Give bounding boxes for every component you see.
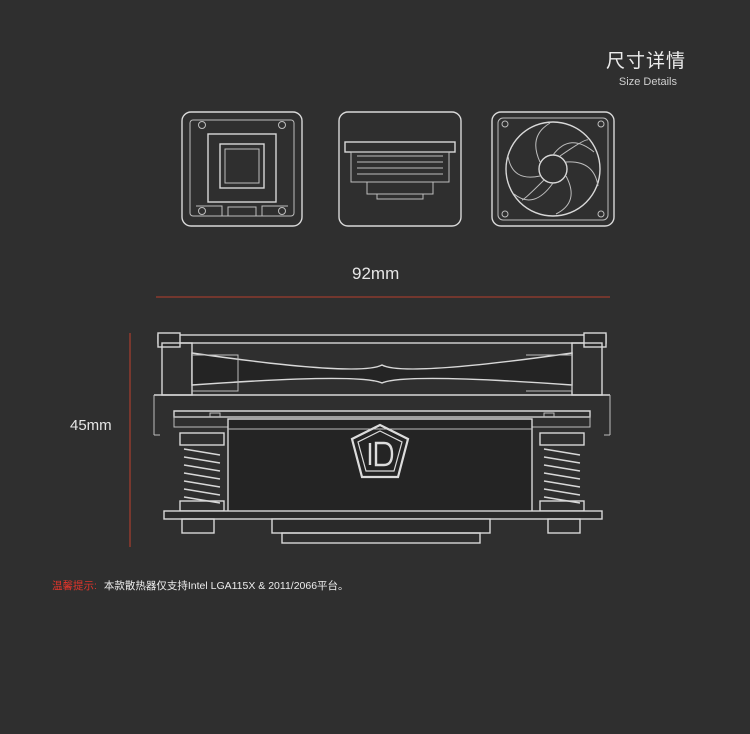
side-view-thumbnail bbox=[338, 111, 462, 227]
spring-right bbox=[539, 432, 585, 512]
heatsink-side-icon bbox=[338, 111, 462, 227]
compatibility-note: 温馨提示: 本款散热器仅支持Intel LGA115X & 2011/2066平… bbox=[52, 578, 349, 593]
page-title: 尺寸详情 bbox=[605, 51, 686, 72]
fan-icon bbox=[491, 111, 615, 227]
fan-blade-profile bbox=[191, 352, 573, 386]
mounting-bracket bbox=[163, 510, 603, 520]
brand-logo-icon bbox=[350, 423, 410, 479]
warning-label: 温馨提示: bbox=[52, 580, 97, 592]
compatibility-text: 本款散热器仅支持Intel LGA115X & 2011/2066平台。 bbox=[103, 580, 349, 592]
base-plate-icon bbox=[181, 111, 303, 227]
copper-base bbox=[271, 518, 491, 534]
height-dimension-label: 45mm bbox=[70, 417, 112, 434]
page-subtitle: Size Details bbox=[618, 76, 677, 88]
spring-left bbox=[179, 432, 225, 512]
heatsink-block bbox=[227, 418, 533, 516]
top-view-thumbnail bbox=[491, 111, 615, 227]
bottom-view-thumbnail bbox=[181, 111, 303, 227]
width-dimension-label: 92mm bbox=[352, 264, 400, 283]
fan-frame-top bbox=[157, 334, 607, 344]
cooler-front-view bbox=[153, 332, 611, 544]
